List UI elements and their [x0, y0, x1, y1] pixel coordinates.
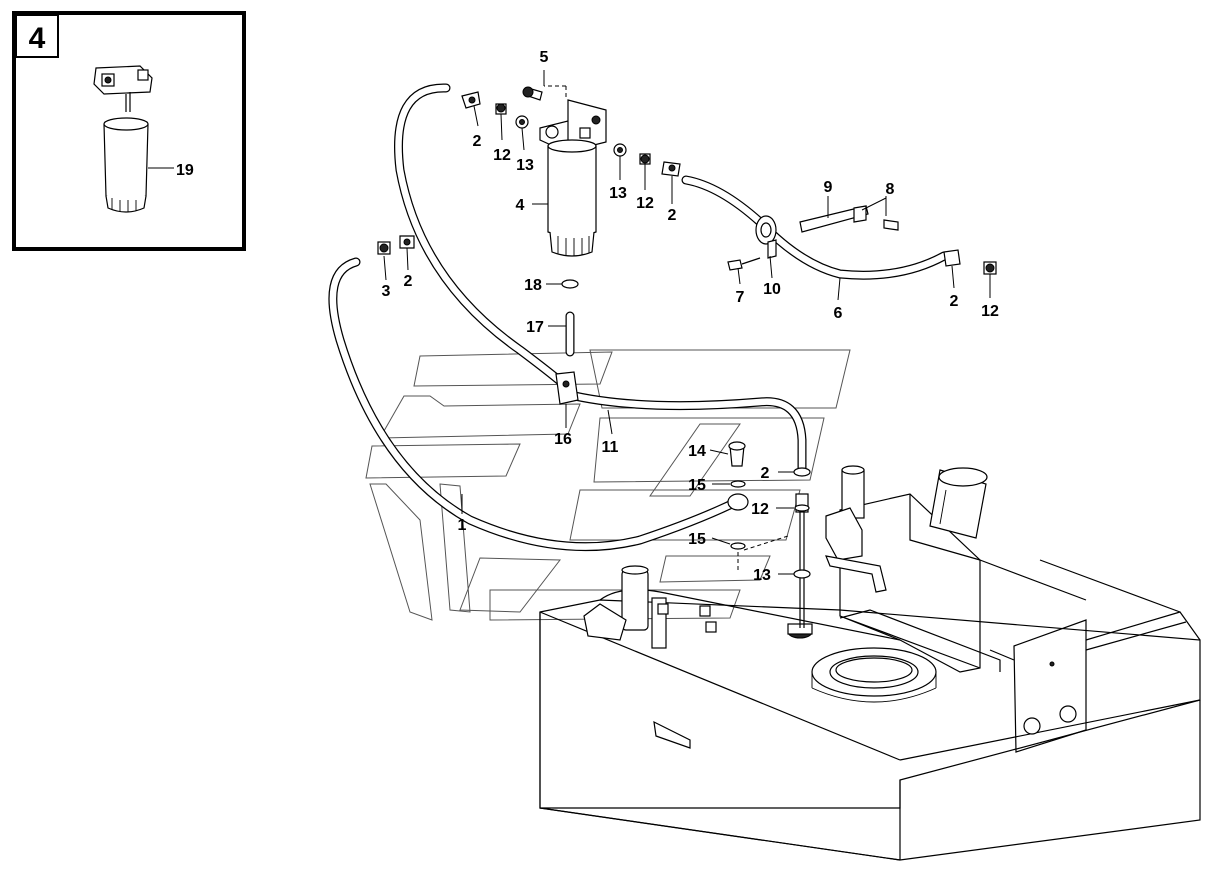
inset-view-number: 4 — [29, 22, 46, 55]
tank-filler-ring — [811, 647, 937, 703]
callout-1: 1 — [458, 517, 467, 534]
callout-13: 13 — [753, 567, 771, 584]
fuel-filter — [539, 85, 607, 257]
callout-2: 2 — [473, 133, 482, 150]
callout-6: 6 — [834, 305, 843, 322]
callout-9: 9 — [824, 179, 833, 196]
callout-12: 12 — [636, 195, 654, 212]
callout-16: 16 — [554, 431, 572, 448]
callout-5: 5 — [540, 49, 549, 66]
callout-15: 15 — [688, 477, 706, 494]
callout-10: 10 — [763, 281, 781, 298]
callout-labels: 5 2 12 13 13 12 2 4 9 8 7 10 6 2 12 3 2 … — [382, 49, 999, 584]
callout-2: 2 — [404, 273, 413, 290]
guard-plates — [365, 349, 851, 621]
callout-17: 17 — [526, 319, 544, 336]
callout-12: 12 — [493, 147, 511, 164]
callout-15: 15 — [688, 531, 706, 548]
callout-3: 3 — [382, 283, 391, 300]
callout-8: 8 — [886, 181, 895, 198]
callout-4: 4 — [516, 197, 525, 214]
leader-lines — [383, 70, 991, 575]
callout-2: 2 — [950, 293, 959, 310]
fuel-tank-assembly — [365, 349, 1201, 861]
callout-13: 13 — [516, 157, 534, 174]
callout-2: 2 — [761, 465, 770, 482]
inset-callout-19: 19 — [176, 162, 194, 179]
callout-7: 7 — [736, 289, 745, 306]
callout-13: 13 — [609, 185, 627, 202]
callout-18: 18 — [524, 277, 542, 294]
tank-vent-pipe — [929, 467, 988, 539]
hose-lines — [328, 83, 949, 552]
callout-12: 12 — [751, 501, 769, 518]
callout-11: 11 — [602, 439, 619, 456]
fittings — [377, 86, 997, 628]
tank-side-plate — [1013, 619, 1087, 753]
callout-12: 12 — [981, 303, 999, 320]
callout-14: 14 — [688, 443, 706, 460]
callout-2: 2 — [668, 207, 677, 224]
inset-view-4: 4 19 — [12, 11, 246, 251]
inset-filter-element — [103, 117, 149, 213]
inset-filter-head — [93, 65, 153, 112]
